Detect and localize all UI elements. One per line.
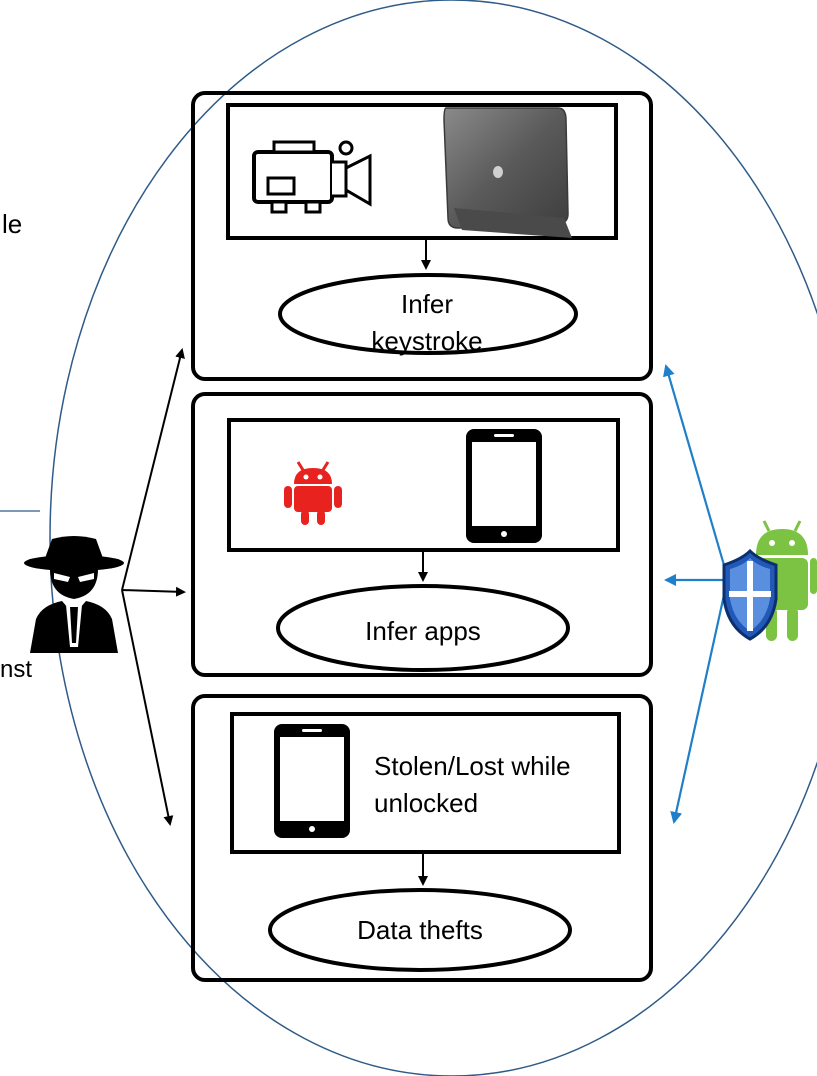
result-label-keystroke-line2: keystroke	[371, 326, 483, 356]
defense-arrow-bottom	[670, 585, 728, 824]
red-android-malware-icon	[284, 461, 342, 525]
result-label-data-thefts: Data thefts	[357, 915, 483, 945]
result-label-keystroke-line1: Infer	[400, 289, 454, 319]
panel-keystroke	[191, 91, 653, 381]
defense-arrow-top	[663, 364, 728, 573]
attack-arrow-bottom	[121, 589, 174, 826]
spy-hacker-icon	[24, 536, 124, 653]
attack-arrow-mid	[121, 586, 186, 597]
scope-ellipse	[49, 0, 817, 1076]
left-cut-text-1: le	[2, 209, 23, 239]
smartphone-icon	[466, 429, 542, 543]
panel-apps	[191, 392, 653, 677]
attack-arrow-top	[121, 348, 185, 591]
video-camera-icon	[252, 140, 372, 214]
result-label-apps: Infer apps	[365, 616, 481, 646]
device-text-line1: Stolen/Lost while	[374, 751, 571, 781]
result-ellipse-data-thefts	[268, 888, 572, 972]
device-text-line2: unlocked	[374, 788, 479, 818]
smartphone-icon-stolen	[274, 724, 350, 838]
android-shield-icon	[722, 520, 817, 641]
panel-data-theft	[191, 694, 653, 982]
result-ellipse-keystroke	[278, 273, 578, 355]
tablet-photo	[443, 107, 572, 238]
panel2-device-box	[227, 418, 620, 552]
left-cut-text-2: nst	[0, 656, 33, 683]
result-ellipse-apps	[276, 584, 570, 672]
